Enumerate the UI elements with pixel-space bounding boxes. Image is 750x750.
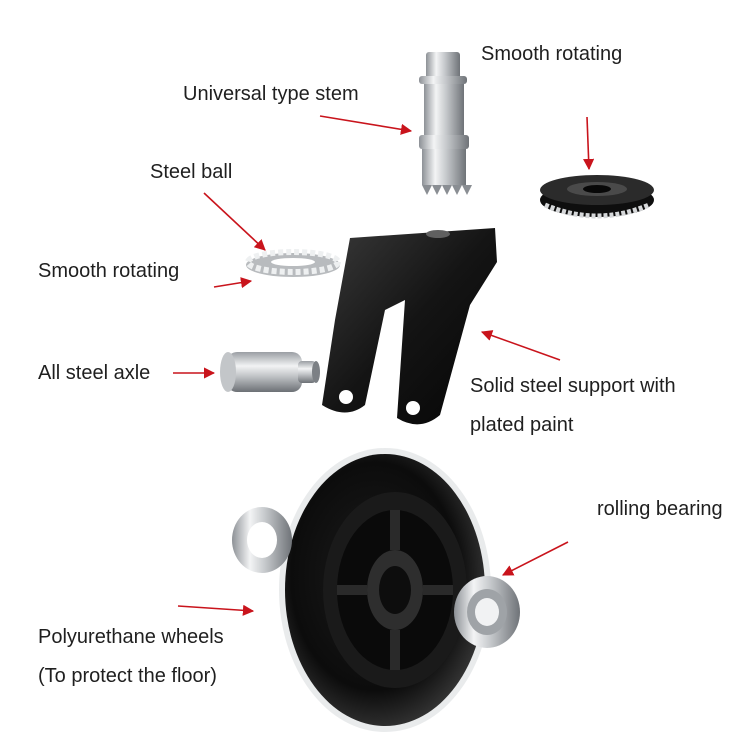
label-all-steel-axle: All steel axle (38, 362, 151, 384)
steel-support-bracket-part (322, 228, 497, 425)
arrow-smooth-rotating-top (583, 116, 595, 171)
right-rolling-bearing-part (454, 576, 520, 648)
arrow-universal-stem (319, 115, 413, 135)
arrow-rolling-bearing (502, 541, 569, 576)
arrow-steel-support (480, 330, 561, 361)
universal-stem-part (419, 52, 472, 195)
label-steel-ball: Steel ball (150, 161, 233, 183)
label-steel-support-line1: Solid steel support with (470, 375, 676, 397)
polyurethane-wheel-part (279, 448, 491, 732)
top-bearing-ring-part (540, 175, 654, 219)
label-rolling-bearing: rolling bearing (597, 498, 723, 520)
label-steel-support-line2: plated paint (470, 414, 574, 436)
label-smooth-rotating-left: Smooth rotating (38, 260, 180, 282)
arrow-steel-ball (203, 192, 266, 251)
left-rolling-bearing-part (232, 507, 292, 573)
label-smooth-rotating-top: Smooth rotating (481, 43, 623, 65)
callout-arrows (173, 115, 595, 616)
arrow-polyurethane-wheel (177, 604, 255, 616)
label-polyurethane-wheels-line1: Polyurethane wheels (38, 626, 224, 648)
label-polyurethane-wheels-line2: (To protect the floor) (38, 665, 217, 687)
arrow-smooth-rotating-left (213, 277, 253, 289)
label-universal-type-stem: Universal type stem (183, 83, 359, 105)
steel-axle-part (220, 352, 320, 392)
steel-ball-ring-part (245, 249, 341, 277)
